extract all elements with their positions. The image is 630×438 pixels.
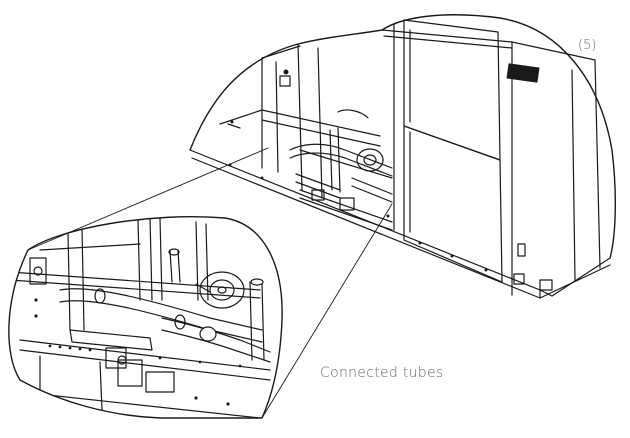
callout-label: Connected tubes xyxy=(320,365,444,381)
figure-number-label: (5) xyxy=(578,38,597,53)
upper-panel xyxy=(403,19,501,161)
cutaway-outline xyxy=(189,14,617,259)
lower-panel xyxy=(403,125,503,283)
valve-body xyxy=(199,271,245,309)
detail-lens xyxy=(8,216,283,419)
leader-line-lower xyxy=(261,203,393,419)
base-rail xyxy=(189,149,611,297)
main-piping xyxy=(289,109,393,203)
hvac-unit-main-view xyxy=(189,14,617,299)
detail-lens-outline xyxy=(8,216,283,419)
brand-badge xyxy=(506,63,540,83)
detail-piping xyxy=(59,248,271,363)
